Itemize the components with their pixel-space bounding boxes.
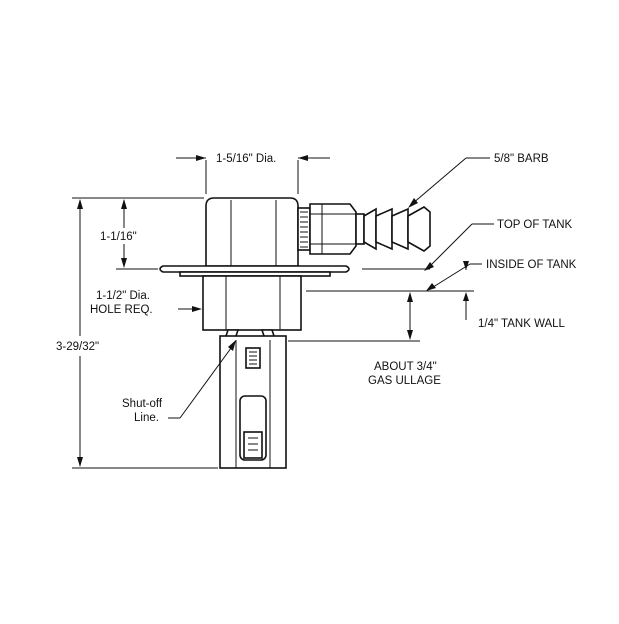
dim-flange-height	[116, 197, 204, 270]
top-diameter-label: 1-5/16" Dia.	[216, 153, 276, 165]
barb-leader	[408, 157, 490, 208]
dim-gas-ullage	[288, 292, 420, 342]
shutoff-leader	[168, 340, 236, 419]
ullage-label-line2: GAS ULLAGE	[368, 375, 441, 387]
thread-band	[297, 207, 311, 251]
flange-height-label: 1-1/16"	[100, 231, 137, 243]
collar	[202, 275, 302, 331]
barb-label: 5/8" BARB	[494, 153, 549, 165]
hole-label-line1: 1-1/2" Dia.	[96, 290, 150, 302]
dim-tank-wall	[463, 261, 469, 320]
hole-label-line2: HOLE REQ.	[90, 304, 153, 316]
top-of-tank-leader	[362, 223, 494, 271]
ullage-label-line1: ABOUT 3/4"	[374, 361, 437, 373]
top-of-tank-label: TOP OF TANK	[497, 219, 573, 231]
shutoff-label-line1: Shut-off	[122, 398, 163, 410]
inside-of-tank-leader	[306, 263, 482, 292]
dim-overall-height	[72, 197, 218, 469]
float-window	[239, 395, 267, 461]
fitting-body	[159, 197, 431, 469]
hex-nut	[309, 203, 357, 255]
tank-wall-label: 1/4" TANK WALL	[478, 318, 566, 330]
flange	[159, 265, 350, 277]
barb-fitting	[355, 206, 431, 252]
upper-cap	[205, 197, 299, 267]
overall-height-label: 3-29/32"	[56, 341, 99, 353]
dim-top-diameter	[176, 155, 330, 194]
dim-hole	[178, 306, 202, 312]
inside-of-tank-label: INSIDE OF TANK	[486, 259, 577, 271]
valve-stem	[245, 347, 261, 369]
shutoff-label-line2: Line.	[134, 412, 159, 424]
